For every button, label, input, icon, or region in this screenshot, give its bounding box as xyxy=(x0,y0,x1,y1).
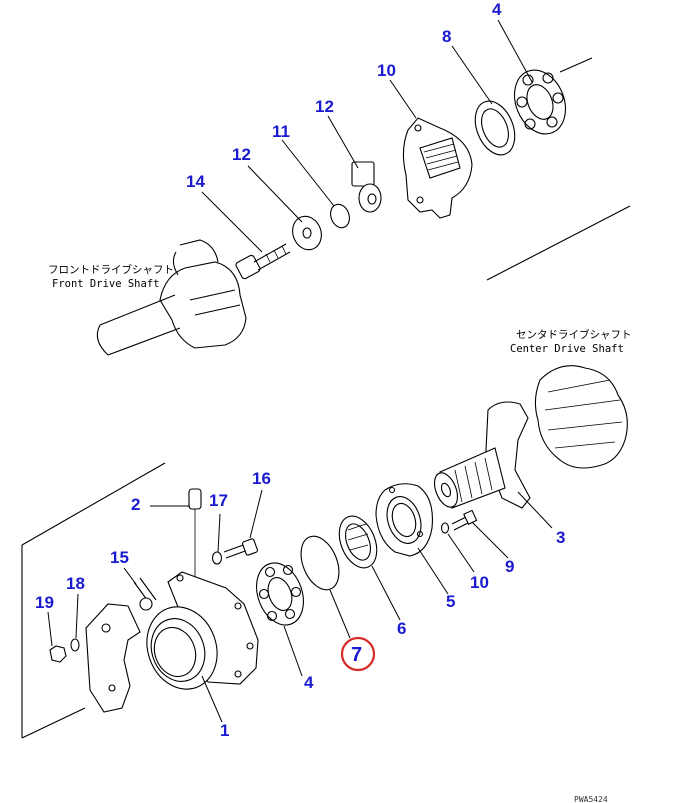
leader-lines xyxy=(47,19,553,723)
label-part-3: 3 xyxy=(556,528,565,547)
label-part-19: 19 xyxy=(35,593,54,612)
front-shaft-caption-jp: フロントドライブシャフト xyxy=(48,263,174,276)
part-11-front-yoke xyxy=(402,117,473,219)
part-19-nut xyxy=(49,645,67,663)
part-15-bolt xyxy=(235,243,291,280)
label-part-9: 9 xyxy=(505,557,514,576)
label-part-2: 2 xyxy=(131,495,140,514)
label-part-6: 6 xyxy=(397,619,406,638)
part-9-bolt xyxy=(451,509,478,531)
highlight-ring xyxy=(340,636,376,672)
label-part-4-lower: 4 xyxy=(304,673,314,692)
label-part-16: 15 xyxy=(110,548,129,567)
part-4-lower-bearing xyxy=(256,562,304,626)
label-part-11: 10 xyxy=(377,61,396,80)
front-shaft-caption-en: Front Drive Shaft xyxy=(52,278,159,290)
part-18-washer-upper xyxy=(211,551,223,565)
label-part-10: 10 xyxy=(470,573,489,592)
label-part-15: 14 xyxy=(186,172,205,191)
label-part-17: 16 xyxy=(252,469,271,488)
part-4-upper-bearing xyxy=(513,69,567,135)
part-18-washer-lower xyxy=(70,638,80,652)
part-16-bolt xyxy=(133,577,157,611)
label-part-18-upper: 17 xyxy=(209,491,228,510)
label-part-12: 11 xyxy=(272,122,290,141)
captions: フロントドライブシャフト Front Drive Shaft センタドライブシャ… xyxy=(48,263,632,803)
part-6-seal xyxy=(338,515,378,569)
label-part-14: 12 xyxy=(315,97,334,116)
part-12-o-ring xyxy=(330,203,350,229)
part-17-bolt xyxy=(223,538,259,559)
label-part-7: 7 xyxy=(351,644,362,666)
front-drive-shaft-drawing xyxy=(96,239,247,356)
center-drive-shaft-drawing xyxy=(534,365,628,469)
center-shaft-caption-jp: センタドライブシャフト xyxy=(516,328,632,341)
part-5-cover-plate xyxy=(375,483,433,557)
footer-code: PWA5424 xyxy=(574,795,608,803)
label-part-13: 12 xyxy=(232,145,251,164)
part-8-seal xyxy=(474,100,516,156)
part-14-spacer xyxy=(351,161,382,213)
label-part-5: 5 xyxy=(446,592,455,611)
part-10-washer xyxy=(440,522,450,534)
part-13-washer xyxy=(292,215,322,251)
part-labels: 4 8 10 12 11 12 14 3 9 10 5 6 4 1 2 17 1… xyxy=(35,0,565,740)
part-3-center-yoke xyxy=(433,401,531,509)
label-part-4-upper: 4 xyxy=(492,0,502,19)
assembly-frame xyxy=(21,57,631,739)
highlighted-part-7-callout: 7 xyxy=(340,636,376,672)
label-part-1: 1 xyxy=(220,721,229,740)
support-bracket xyxy=(85,603,141,713)
part-1-housing xyxy=(146,571,259,690)
part-7-o-ring xyxy=(300,535,340,591)
label-part-18-lower: 18 xyxy=(66,574,85,593)
label-part-8: 8 xyxy=(442,27,451,46)
center-shaft-caption-en: Center Drive Shaft xyxy=(510,343,624,355)
